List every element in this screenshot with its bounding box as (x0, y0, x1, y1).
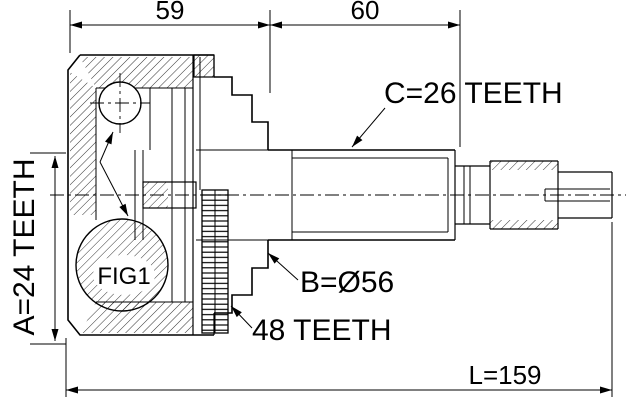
callout-abs-teeth: 48 TEETH (230, 305, 392, 347)
callout-outer-spline: C=26 TEETH (351, 77, 563, 148)
dimension-inner-spline: A=24 TEETH (8, 131, 129, 345)
outer-spline-label: C=26 TEETH (384, 77, 563, 110)
abs-teeth-label: 48 TEETH (252, 314, 392, 347)
stub-shaft (268, 149, 613, 241)
shaft-end (544, 171, 613, 219)
dimension-60: 60 (270, 0, 461, 147)
abs-tone-ring (201, 189, 229, 334)
lower-race-section: FIG1 (75, 218, 169, 312)
diameter-label: B=Ø56 (300, 266, 394, 299)
callout-diameter: B=Ø56 (267, 252, 394, 299)
dim-length-label: L=159 (468, 360, 541, 390)
figure-label: FIG1 (97, 263, 150, 290)
inner-race-hub (134, 150, 197, 240)
tone-ring-section (193, 54, 215, 78)
housing-left-outline (67, 54, 214, 336)
cv-ball (90, 73, 150, 133)
dim-59-label: 59 (156, 0, 185, 25)
dimension-length: L=159 (65, 222, 613, 397)
inner-spline-label: A=24 TEETH (8, 158, 41, 335)
housing-hatching (70, 57, 193, 333)
housing-boot-steps-top (214, 76, 269, 150)
snap-ring-groove (455, 165, 490, 225)
outer-housing: FIG1 (67, 54, 269, 336)
dim-60-label: 60 (351, 0, 380, 25)
